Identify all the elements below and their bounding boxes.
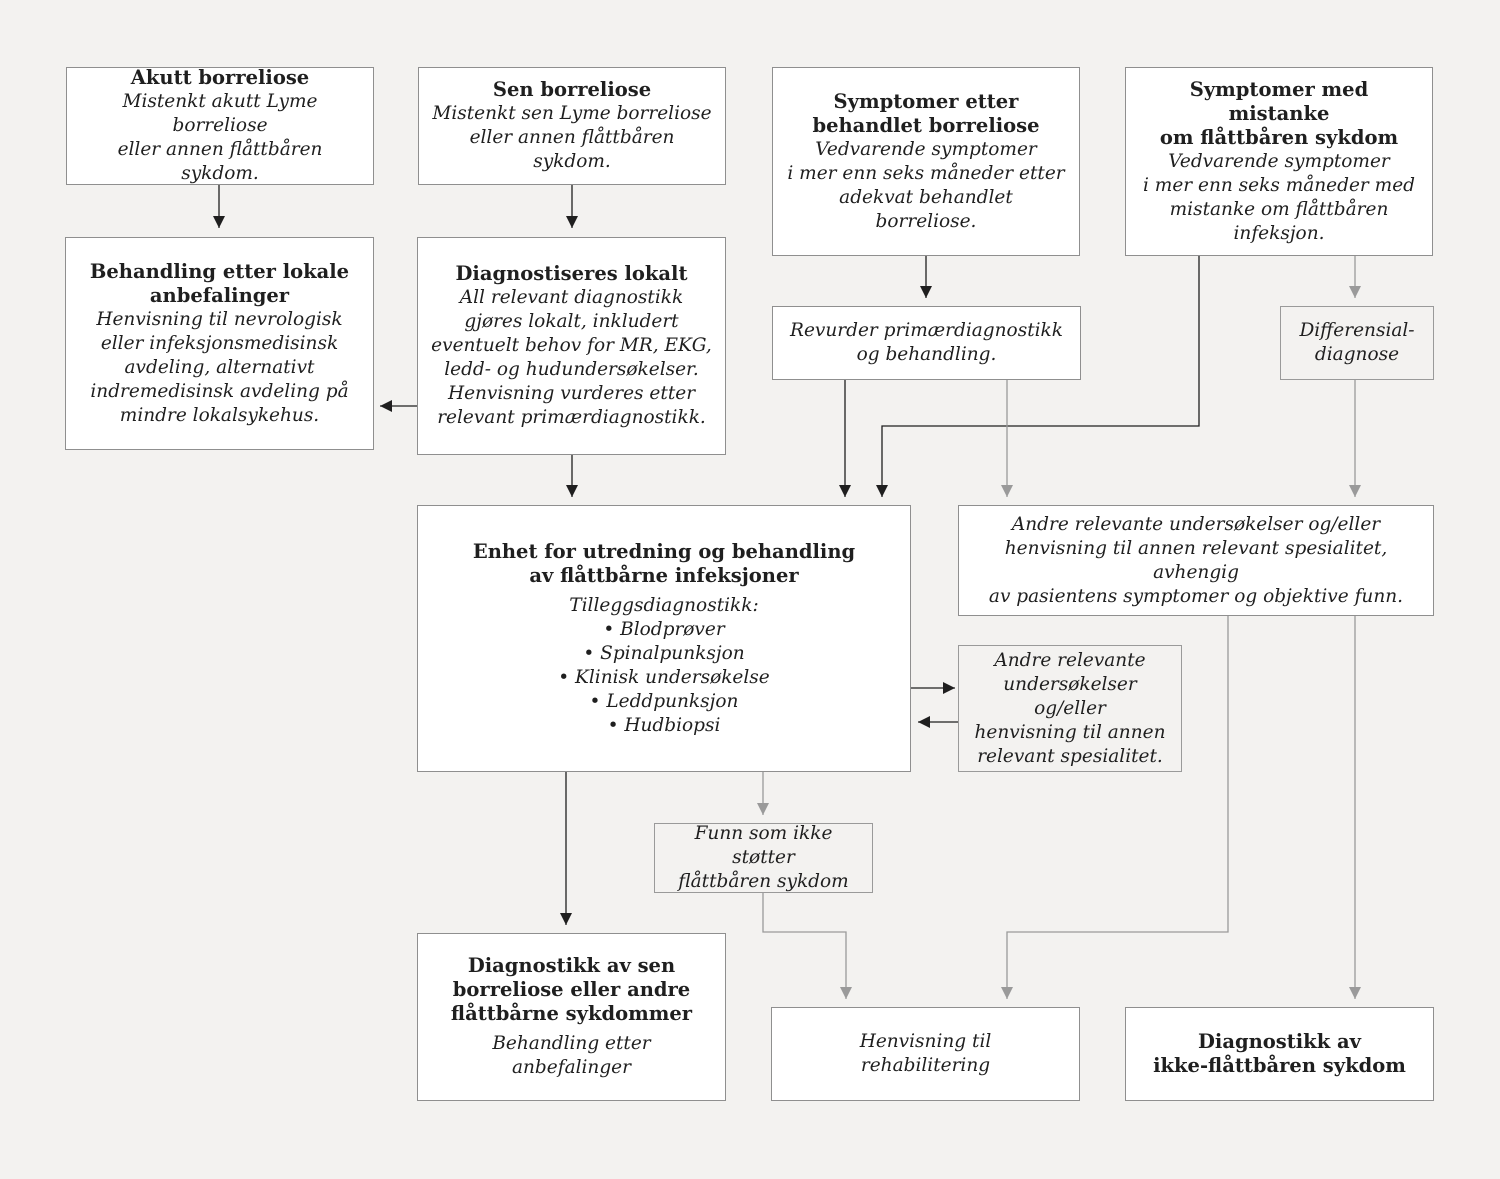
box-line: adekvat behandlet bbox=[839, 186, 1013, 208]
box-text: Differensial- diagnose bbox=[1299, 319, 1414, 367]
box-enhet-utredning: Enhet for utredning og behandling av flå… bbox=[417, 505, 911, 772]
box-line: Andre relevante undersøkelser og/eller bbox=[1011, 513, 1381, 535]
box-intro: Tilleggsdiagnostikk: bbox=[569, 594, 759, 616]
box-line: Mistenkt akutt Lyme borreliose bbox=[122, 91, 318, 136]
box-text: Mistenkt akutt Lyme borreliose eller ann… bbox=[77, 90, 363, 186]
box-line: Differensial- bbox=[1299, 320, 1415, 341]
box-title-line: av flåttbårne infeksjoner bbox=[529, 563, 799, 587]
box-line: Andre relevante bbox=[994, 649, 1146, 671]
box-title: Enhet for utredning og behandling av flå… bbox=[473, 540, 855, 588]
box-title-line: om flåttbåren sykdom bbox=[1159, 125, 1399, 149]
box-line: eller annen flåttbåren sykdom. bbox=[469, 127, 675, 172]
box-line: Funn som ikke støtter bbox=[694, 823, 833, 868]
box-title: Diagnostikk av sen borreliose eller andr… bbox=[451, 954, 692, 1026]
box-title: Behandling etter lokale anbefalinger bbox=[90, 260, 349, 308]
box-text: Andre relevante undersøkelser og/eller h… bbox=[969, 513, 1423, 609]
box-line: relevant spesialitet. bbox=[977, 745, 1163, 767]
box-line: henvisning til annen bbox=[974, 721, 1166, 743]
box-line: og behandling. bbox=[856, 344, 997, 365]
box-diagnostiseres-lokalt: Diagnostiseres lokalt All relevant diagn… bbox=[417, 237, 726, 455]
box-line: indremedisinsk avdeling på bbox=[90, 380, 349, 402]
box-title-line: ikke-flåttbåren sykdom bbox=[1153, 1054, 1406, 1077]
box-akutt-borreliose: Akutt borreliose Mistenkt akutt Lyme bor… bbox=[66, 66, 374, 186]
arrow-funn-to-henvisning bbox=[762, 893, 852, 999]
box-line: avdeling, alternativt bbox=[124, 356, 315, 378]
box-line: borreliose. bbox=[875, 210, 977, 232]
box-text: Andre relevante undersøkelser og/eller h… bbox=[969, 649, 1171, 769]
box-title-line: flåttbårne sykdommer bbox=[450, 1002, 693, 1025]
box-line: flåttbåren sykdom bbox=[678, 871, 849, 892]
box-title-line: Behandling etter lokale bbox=[89, 259, 350, 283]
box-line: mindre lokalsykehus. bbox=[119, 404, 320, 426]
box-line: Vedvarende symptomer bbox=[1168, 150, 1390, 172]
box-henvisning-rehabilitering: Henvisning til rehabilitering bbox=[771, 1007, 1080, 1101]
box-line: gjøres lokalt, inkludert bbox=[464, 311, 679, 332]
box-andre-relevante-small: Andre relevante undersøkelser og/eller h… bbox=[958, 645, 1182, 772]
box-text: Vedvarende symptomer i mer enn seks måne… bbox=[787, 138, 1064, 234]
box-line: i mer enn seks måneder med bbox=[1143, 174, 1415, 196]
list-item: Hudbiopsi bbox=[558, 714, 769, 738]
box-title-line: Symptomer med mistanke bbox=[1189, 77, 1369, 125]
box-diagnostikk-sen: Diagnostikk av sen borreliose eller andr… bbox=[417, 933, 726, 1101]
list-item: Spinalpunksjon bbox=[558, 642, 769, 666]
box-line: i mer enn seks måneder etter bbox=[787, 162, 1065, 184]
box-line: Behandling etter bbox=[492, 1033, 651, 1054]
box-differensialdiagnose: Differensial- diagnose bbox=[1280, 306, 1434, 380]
box-text: Henvisning til nevrologisk eller infeksj… bbox=[90, 308, 348, 428]
box-line: Henvisning til bbox=[859, 1031, 992, 1052]
box-title: Sen borreliose bbox=[492, 78, 652, 101]
box-title: Symptomer med mistanke om flåttbåren syk… bbox=[1136, 78, 1422, 150]
diagnostics-list: Blodprøver Spinalpunksjon Klinisk unders… bbox=[558, 618, 770, 738]
box-line: mistanke om flåttbåren bbox=[1169, 198, 1389, 220]
box-text: Funn som ikke støtter flåttbåren sykdom bbox=[665, 822, 862, 894]
box-text: Vedvarende symptomer i mer enn seks måne… bbox=[1143, 150, 1415, 246]
box-line: relevant primærdiagnostikk. bbox=[437, 407, 706, 428]
box-symptomer-etter-behandlet: Symptomer etter behandlet borreliose Ved… bbox=[772, 67, 1080, 256]
box-andre-relevante-wide: Andre relevante undersøkelser og/eller h… bbox=[958, 505, 1434, 616]
box-text: All relevant diagnostikk gjøres lokalt, … bbox=[431, 286, 712, 430]
box-title-line: anbefalinger bbox=[149, 283, 290, 307]
box-line: diagnose bbox=[1314, 344, 1400, 365]
box-line: Revurder primærdiagnostikk bbox=[790, 320, 1063, 341]
box-line: eller annen flåttbåren sykdom. bbox=[117, 139, 323, 184]
box-behandling-lokale: Behandling etter lokale anbefalinger Hen… bbox=[65, 237, 374, 450]
box-line: Vedvarende symptomer bbox=[815, 138, 1037, 160]
box-title-line: Diagnostikk av sen bbox=[467, 954, 676, 977]
box-title: Diagnostiseres lokalt bbox=[455, 262, 688, 285]
box-title: Symptomer etter behandlet borreliose bbox=[812, 90, 1039, 138]
box-line: eller infeksjonsmedisinsk bbox=[100, 332, 339, 354]
box-text: Behandling etter anbefalinger bbox=[492, 1032, 650, 1080]
box-text: Mistenkt sen Lyme borreliose eller annen… bbox=[429, 102, 715, 174]
box-funn: Funn som ikke støtter flåttbåren sykdom bbox=[654, 823, 873, 893]
box-line: infeksjon. bbox=[1233, 222, 1325, 244]
box-sen-borreliose: Sen borreliose Mistenkt sen Lyme borreli… bbox=[418, 67, 726, 185]
box-line: All relevant diagnostikk bbox=[459, 287, 684, 308]
box-title-line: Symptomer etter bbox=[833, 89, 1019, 113]
box-line: anbefalinger bbox=[511, 1057, 631, 1078]
box-title: Akutt borreliose bbox=[130, 66, 310, 89]
box-symptomer-med-mistanke: Symptomer med mistanke om flåttbåren syk… bbox=[1125, 67, 1433, 256]
box-line: eventuelt behov for MR, EKG, bbox=[431, 335, 712, 356]
list-item: Klinisk undersøkelse bbox=[558, 666, 770, 690]
box-text: Revurder primærdiagnostikk og behandling… bbox=[790, 319, 1063, 367]
box-line: ledd- og hudundersøkelser. bbox=[444, 359, 699, 380]
box-revurder: Revurder primærdiagnostikk og behandling… bbox=[772, 306, 1081, 380]
box-line: henvisning til annen relevant spesialite… bbox=[1004, 537, 1388, 583]
box-title: Diagnostikk av ikke-flåttbåren sykdom bbox=[1153, 1030, 1406, 1078]
box-title-line: behandlet borreliose bbox=[812, 113, 1040, 137]
box-line: rehabilitering bbox=[860, 1055, 991, 1076]
box-line: Henvisning til nevrologisk bbox=[96, 308, 343, 330]
box-title-line: borreliose eller andre bbox=[452, 978, 691, 1001]
box-title-line: Diagnostikk av bbox=[1198, 1030, 1361, 1053]
box-title-line: Enhet for utredning og behandling bbox=[472, 539, 856, 563]
list-item: Blodprøver bbox=[558, 618, 769, 642]
box-diagnostikk-ikke-flattbaren: Diagnostikk av ikke-flåttbåren sykdom bbox=[1125, 1007, 1434, 1101]
box-line: Mistenkt sen Lyme borreliose bbox=[432, 103, 712, 124]
box-text: Henvisning til rehabilitering bbox=[860, 1030, 992, 1078]
box-line: undersøkelser og/eller bbox=[1003, 673, 1137, 719]
list-item: Leddpunksjon bbox=[558, 690, 769, 714]
box-line: Henvisning vurderes etter bbox=[447, 383, 696, 404]
box-line: av pasientens symptomer og objektive fun… bbox=[988, 585, 1404, 607]
